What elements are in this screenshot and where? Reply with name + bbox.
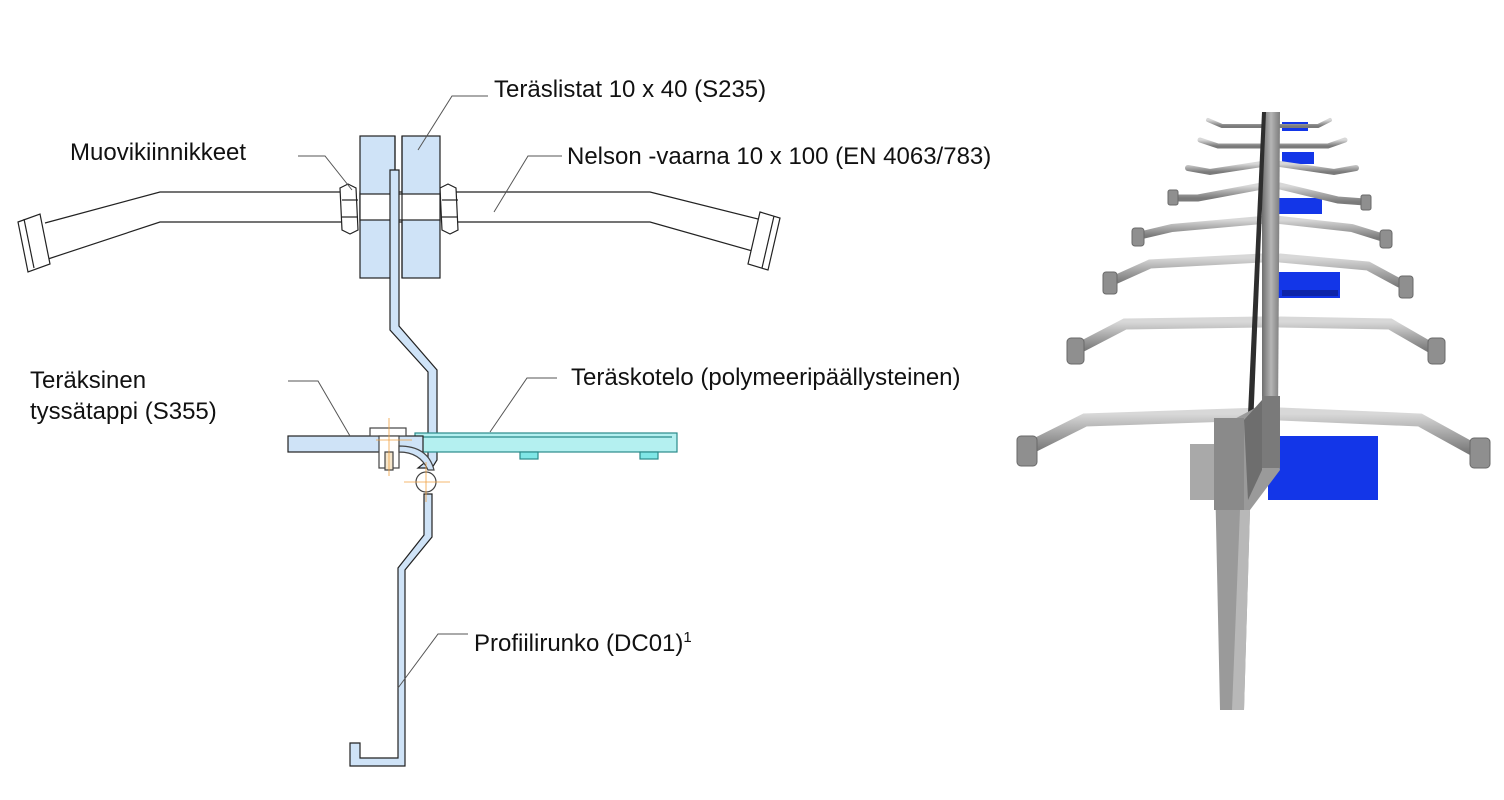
steel-housing — [414, 432, 678, 460]
label-profile-frame-text: Profiilirunko (DC01) — [474, 630, 684, 657]
label-plastic-fasteners: Muovikiinnikkeet — [70, 139, 247, 166]
label-steel-strips: Teräslistat 10 x 40 (S235) — [494, 76, 767, 103]
label-steel-housing: Teräskotelo (polymeeripäällysteinen) — [571, 364, 961, 391]
rod-heads — [1016, 189, 1491, 469]
blue-blocks — [1268, 122, 1378, 500]
label-steel-pin-line1: Teräksinen — [30, 367, 147, 394]
technical-drawing — [17, 95, 781, 767]
product-render — [1016, 112, 1491, 710]
label-steel-pin-line2: tyssätappi (S355) — [30, 398, 217, 425]
label-nelson-stud: Nelson -vaarna 10 x 100 (EN 4063/783) — [567, 143, 992, 170]
steel-headed-stud — [369, 418, 450, 502]
label-profile-frame: Profiilirunko (DC01)1 — [474, 623, 692, 659]
steel-strips — [359, 135, 441, 279]
footnote-marker: 1 — [683, 629, 692, 646]
central-rail — [1190, 112, 1280, 710]
anchor-rods — [1018, 118, 1485, 459]
plastic-fasteners — [339, 183, 459, 235]
leader-lines — [288, 95, 562, 689]
